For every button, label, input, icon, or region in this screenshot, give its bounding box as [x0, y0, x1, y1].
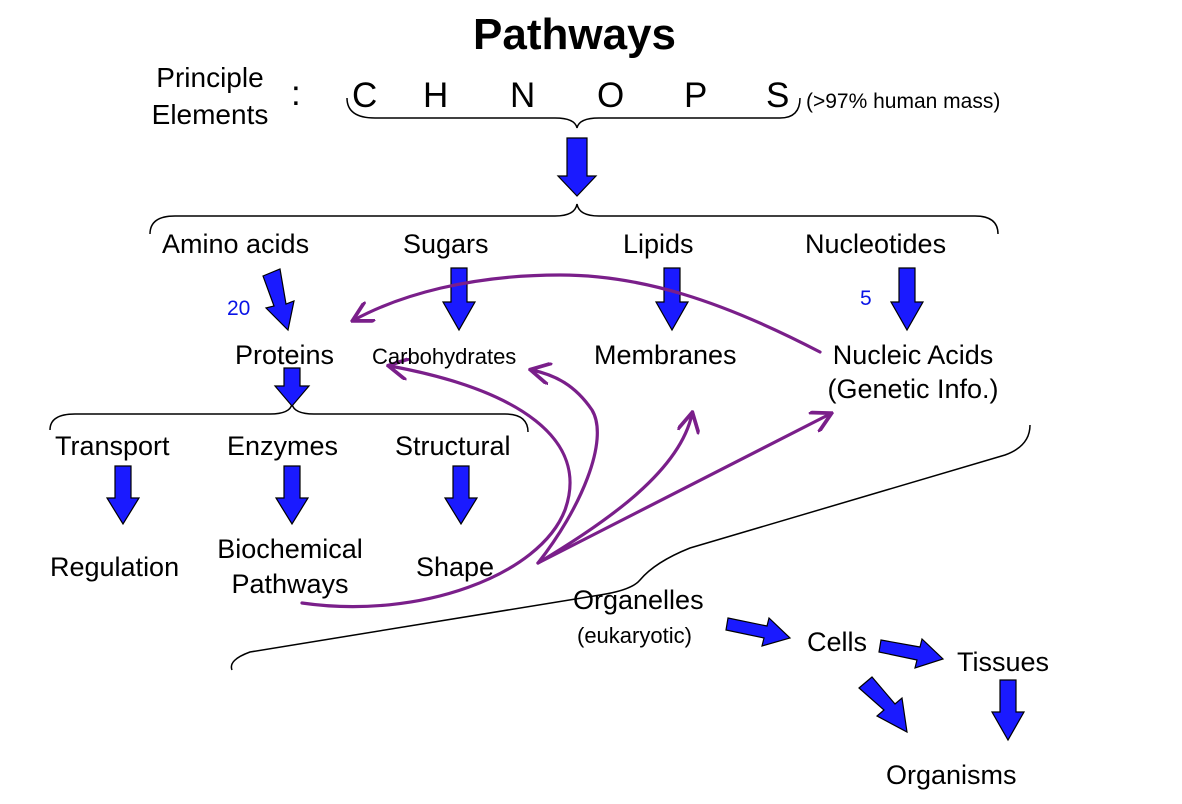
- regulation-label: Regulation: [50, 552, 180, 582]
- page-title: Pathways: [473, 10, 676, 59]
- amino-acid-count: 20: [227, 297, 251, 320]
- arrow-cells-to-organisms-icon: [858, 676, 908, 734]
- membranes-label: Membranes: [594, 340, 737, 370]
- biochemical-label: Biochemical: [217, 534, 363, 564]
- genetic-info-label: (Genetic Info.): [827, 374, 999, 404]
- feedback-to-carbohydrates-2: [532, 370, 599, 565]
- element-p: P: [684, 76, 708, 115]
- colon: :: [291, 74, 301, 113]
- proteins-label: Proteins: [235, 340, 335, 370]
- transport-label: Transport: [55, 431, 170, 461]
- elements-brace: [346, 97, 801, 129]
- cells-label: Cells: [807, 627, 868, 657]
- feedback-to-nucleic-acids: [536, 414, 830, 565]
- enzymes-label: Enzymes: [227, 431, 339, 461]
- structural-label: Structural: [395, 431, 511, 461]
- arrow-proteins-to-roles-icon: [273, 367, 311, 407]
- element-h: H: [423, 76, 449, 115]
- arrow-amino-to-proteins-icon: [262, 268, 295, 332]
- arrow-sugars-to-carbohydrates-icon: [441, 267, 477, 332]
- feedback-to-membranes: [536, 414, 692, 565]
- carbohydrates-label: Carbohydrates: [372, 344, 517, 369]
- amino-acids-label: Amino acids: [162, 229, 310, 259]
- arrow-elements-down-icon: [556, 137, 598, 197]
- arrow-cells-to-tissues-icon: [878, 637, 945, 669]
- arrow-lipids-to-membranes-icon: [654, 267, 690, 332]
- organisms-label: Organisms: [886, 760, 1017, 790]
- principle-label-line2: Elements: [151, 99, 269, 130]
- organelle-brace: [230, 424, 1031, 671]
- tissues-label: Tissues: [957, 647, 1050, 677]
- mass-note: (>97% human mass): [806, 90, 1001, 113]
- arrow-enzymes-to-biochemical-icon: [274, 465, 310, 526]
- organelles-label: Organelles: [573, 585, 704, 615]
- principle-label-line1: Principle: [156, 62, 264, 93]
- arrow-organelles-to-cells-icon: [725, 616, 792, 647]
- building-blocks-brace: [149, 203, 999, 235]
- nucleotide-count: 5: [860, 287, 872, 310]
- feedback-to-carbohydrates: [300, 366, 572, 609]
- element-n: N: [510, 76, 536, 115]
- arrow-nucleotides-to-nucleic-icon: [889, 267, 925, 332]
- organelles-note: (eukaryotic): [577, 623, 692, 648]
- arrow-tissues-to-organisms-icon: [990, 679, 1026, 742]
- protein-roles-brace: [49, 403, 529, 433]
- element-s: S: [766, 76, 790, 115]
- feedback-nucleic-to-proteins: [354, 273, 822, 354]
- sugars-label: Sugars: [403, 229, 489, 259]
- arrow-transport-to-regulation-icon: [105, 465, 141, 526]
- shape-label: Shape: [416, 552, 495, 582]
- lipids-label: Lipids: [623, 229, 694, 259]
- arrow-structural-to-shape-icon: [443, 465, 479, 526]
- arrow-elements-to-blocks: [556, 137, 598, 197]
- element-o: O: [597, 76, 625, 115]
- nucleic-acids-label: Nucleic Acids: [832, 340, 994, 370]
- element-c: C: [352, 76, 378, 115]
- pathways-label: Pathways: [231, 569, 349, 599]
- nucleotides-label: Nucleotides: [805, 229, 947, 259]
